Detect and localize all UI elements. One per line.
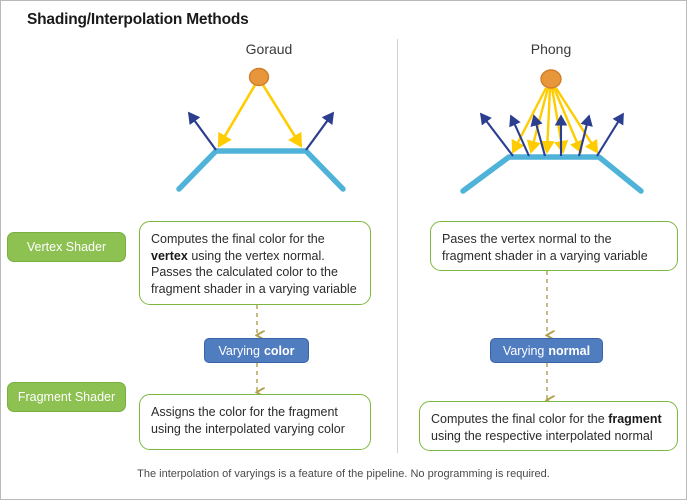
varying-prefix: Varying — [218, 343, 260, 358]
desc-line-2: fragment shader in a varying variable — [442, 248, 648, 263]
phong-vertex-shader-description: Pases the vertex normal to the fragment … — [430, 221, 678, 271]
surface-normal-arrow-group — [479, 112, 624, 157]
light-ray-group — [511, 87, 599, 154]
page-title: Shading/Interpolation Methods — [27, 11, 249, 28]
varying-name: normal — [548, 343, 591, 358]
desc-line-2: using the respective interpolated normal — [431, 428, 653, 443]
desc-line-1a: Computes the final color for the — [431, 412, 609, 426]
connector-goraud-vertex-to-varying — [246, 305, 268, 344]
footer-note: The interpolation of varyings is a featu… — [137, 468, 550, 480]
goraud-vertex-shader-description: Computes the final color for the vertex … — [139, 221, 371, 305]
phong-fragment-shader-description: Computes the final color for the fragmen… — [419, 401, 678, 451]
desc-line-2: Passes the calculated color to the — [151, 265, 338, 279]
varying-prefix: Varying — [502, 343, 545, 358]
surface-normal-arrow-group — [187, 111, 335, 151]
connector-goraud-varying-to-fragment — [246, 363, 268, 402]
stage-badge-label: Fragment Shader — [17, 390, 116, 404]
goraud-shading-diagram — [151, 61, 371, 201]
desc-line-1c: using the vertex normal. — [187, 248, 325, 263]
goraud-fragment-shader-description: Assigns the color for the fragment using… — [139, 394, 371, 450]
connector-phong-vertex-to-varying — [536, 271, 558, 344]
column-header-phong: Phong — [530, 41, 572, 57]
desc-line-1: Pases the vertex normal to the — [442, 232, 612, 246]
desc-line-3: fragment shader in a varying variable — [151, 281, 357, 296]
stage-badge-fragment-shader[interactable]: Fragment Shader — [7, 382, 126, 412]
desc-emphasis-vertex: vertex — [151, 248, 188, 263]
varying-name: color — [263, 343, 295, 358]
desc-line-2: using the interpolated varying color — [151, 421, 345, 436]
surface-polyline — [460, 154, 644, 194]
stage-badge-vertex-shader[interactable]: Vertex Shader — [7, 232, 126, 262]
surface-polyline — [176, 148, 346, 192]
desc-emphasis-fragment: fragment — [608, 412, 662, 426]
column-header-goraud: Goraud — [245, 41, 293, 57]
light-source-icon — [540, 69, 562, 89]
stage-badge-label: Vertex Shader — [26, 240, 107, 254]
desc-line-1: Assigns the color for the fragment — [151, 405, 338, 419]
column-divider — [397, 39, 398, 453]
connector-phong-varying-to-fragment — [536, 363, 558, 410]
light-ray-group — [217, 84, 303, 148]
light-source-icon — [248, 67, 270, 87]
phong-shading-diagram — [441, 61, 661, 201]
desc-line-1a: Computes the final color for the — [151, 232, 325, 246]
